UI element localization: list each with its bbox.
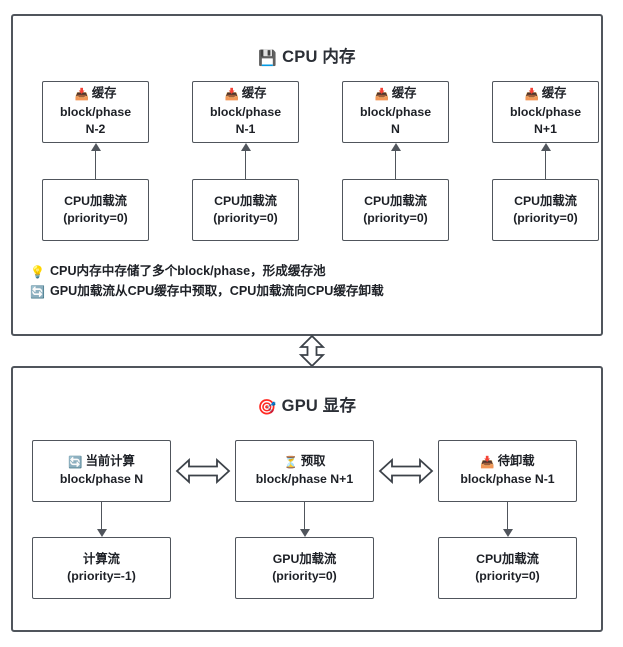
cache-box-header-text: 缓存	[541, 86, 567, 101]
connector-line-gpu-3	[506, 502, 509, 529]
connector-line-cpu-4	[544, 151, 547, 179]
gpu-memory-panel: 🎯GPU 显存 🔄当前计算 block/phase N ⏳预取 block/ph…	[11, 366, 603, 632]
cache-box-n-minus-2[interactable]: 📥缓存 block/phase N-2	[42, 81, 149, 143]
cpu-load-stream-box-3[interactable]: CPU加载流 (priority=0)	[342, 179, 449, 241]
cache-box-line1: block/phase	[509, 104, 582, 119]
sync-arrows-icon: 🔄	[68, 457, 83, 470]
inbox-tray-icon: 📥	[224, 89, 239, 102]
cache-box-header-text: 缓存	[391, 86, 417, 101]
connector-line-gpu-1	[100, 502, 103, 529]
compute-prefetch-bidirectional-arrow	[175, 457, 231, 485]
cache-box-header: 📥缓存	[525, 85, 567, 103]
cache-box-line1: block/phase	[209, 104, 282, 119]
stream-box-line2: (priority=0)	[475, 569, 540, 583]
state-box-header: 🔄当前计算	[68, 453, 135, 471]
state-box-header-text: 待卸载	[497, 454, 535, 469]
stream-box-line1: CPU加载流	[214, 193, 277, 208]
stream-box-line1: CPU加载流	[364, 193, 427, 208]
connector-arrowhead-gpu-2	[299, 529, 310, 537]
note-line-cache-pool: 💡 CPU内存中存储了多个block/phase，形成缓存池	[30, 262, 384, 282]
state-box-header: ⏳预取	[284, 453, 326, 471]
floppy-disk-icon: 💾	[258, 50, 278, 67]
stream-box-line2: (priority=-1)	[67, 569, 136, 583]
gpu-load-stream-box[interactable]: GPU加载流 (priority=0)	[235, 537, 374, 599]
cache-box-n-plus-1[interactable]: 📥缓存 block/phase N+1	[492, 81, 599, 143]
state-box-header-text: 预取	[300, 454, 326, 469]
state-box-line1: block/phase N-1	[460, 472, 555, 487]
stream-box-line1: CPU加载流	[476, 551, 539, 566]
cpu-panel-title: 💾CPU 内存	[13, 43, 601, 67]
stream-box-line2: (priority=0)	[513, 211, 578, 225]
gpu-cpu-load-stream-box[interactable]: CPU加载流 (priority=0)	[438, 537, 577, 599]
connector-line-cpu-3	[394, 151, 397, 179]
note-text: GPU加载流从CPU缓存中预取，CPU加载流向CPU缓存卸载	[49, 283, 384, 298]
cpu-panel-notes: 💡 CPU内存中存储了多个block/phase，形成缓存池 🔄 GPU加载流从CP…	[30, 262, 384, 301]
connector-arrowhead-cpu-1	[90, 143, 101, 151]
inbox-tray-icon: 📥	[480, 457, 495, 470]
hourglass-icon: ⏳	[283, 457, 298, 470]
cpu-load-stream-box-4[interactable]: CPU加载流 (priority=0)	[492, 179, 599, 241]
cache-box-header: 📥缓存	[375, 85, 417, 103]
dart-target-icon: 🎯	[257, 399, 277, 416]
stream-box-line2: (priority=0)	[363, 211, 428, 225]
connector-arrowhead-gpu-3	[502, 529, 513, 537]
state-box-header-text: 当前计算	[85, 454, 135, 469]
gpu-pending-offload-box[interactable]: 📥待卸载 block/phase N-1	[438, 440, 577, 502]
gpu-current-compute-box[interactable]: 🔄当前计算 block/phase N	[32, 440, 171, 502]
stream-box-line1: CPU加载流	[64, 193, 127, 208]
inbox-tray-icon: 📥	[524, 89, 539, 102]
gpu-compute-stream-box[interactable]: 计算流 (priority=-1)	[32, 537, 171, 599]
stream-box-line2: (priority=0)	[213, 211, 278, 225]
connector-arrowhead-cpu-3	[390, 143, 401, 151]
connector-arrowhead-cpu-4	[540, 143, 551, 151]
prefetch-offload-bidirectional-arrow	[378, 457, 434, 485]
cache-box-line1: block/phase	[359, 104, 432, 119]
note-line-prefetch-offload: 🔄 GPU加载流从CPU缓存中预取，CPU加载流向CPU缓存卸载	[30, 282, 384, 302]
note-text: CPU内存中存储了多个block/phase，形成缓存池	[49, 264, 326, 278]
cache-box-line2: N-1	[235, 122, 256, 137]
stream-box-line2: (priority=0)	[63, 211, 128, 225]
connector-arrowhead-cpu-2	[240, 143, 251, 151]
cache-box-header: 📥缓存	[225, 85, 267, 103]
stream-box-line2: (priority=0)	[272, 569, 337, 583]
stream-box-line1: CPU加载流	[514, 193, 577, 208]
connector-line-cpu-2	[244, 151, 247, 179]
gpu-prefetch-box[interactable]: ⏳预取 block/phase N+1	[235, 440, 374, 502]
cpu-load-stream-box-1[interactable]: CPU加载流 (priority=0)	[42, 179, 149, 241]
lightbulb-icon: 💡	[30, 265, 45, 279]
state-box-line1: block/phase N+1	[255, 472, 354, 487]
cache-box-line2: N+1	[534, 122, 557, 137]
cpu-load-stream-box-2[interactable]: CPU加载流 (priority=0)	[192, 179, 299, 241]
state-box-header: 📥待卸载	[480, 453, 534, 471]
cpu-memory-panel: 💾CPU 内存 📥缓存 block/phase N-2 📥缓存 block/ph…	[11, 14, 603, 336]
cpu-panel-title-text: CPU 内存	[282, 48, 356, 66]
cache-box-line2: N-2	[85, 122, 106, 137]
cache-box-line1: block/phase	[59, 104, 132, 119]
state-box-line1: block/phase N	[59, 472, 144, 487]
cache-box-header-text: 缓存	[91, 86, 117, 101]
connector-line-cpu-1	[94, 151, 97, 179]
connector-arrowhead-gpu-1	[96, 529, 107, 537]
cpu-gpu-bidirectional-arrow	[297, 334, 327, 368]
stream-box-line1: 计算流	[83, 551, 120, 566]
sync-arrows-icon: 🔄	[30, 284, 45, 299]
stream-box-line1: GPU加载流	[272, 551, 337, 566]
cache-box-header: 📥缓存	[75, 85, 117, 103]
gpu-panel-title-text: GPU 显存	[281, 397, 357, 415]
cache-box-n[interactable]: 📥缓存 block/phase N	[342, 81, 449, 143]
cache-box-line2: N	[391, 122, 400, 137]
cache-box-n-minus-1[interactable]: 📥缓存 block/phase N-1	[192, 81, 299, 143]
gpu-panel-title: 🎯GPU 显存	[13, 392, 601, 416]
inbox-tray-icon: 📥	[74, 89, 89, 102]
inbox-tray-icon: 📥	[374, 89, 389, 102]
connector-line-gpu-2	[303, 502, 306, 529]
cache-box-header-text: 缓存	[241, 86, 267, 101]
